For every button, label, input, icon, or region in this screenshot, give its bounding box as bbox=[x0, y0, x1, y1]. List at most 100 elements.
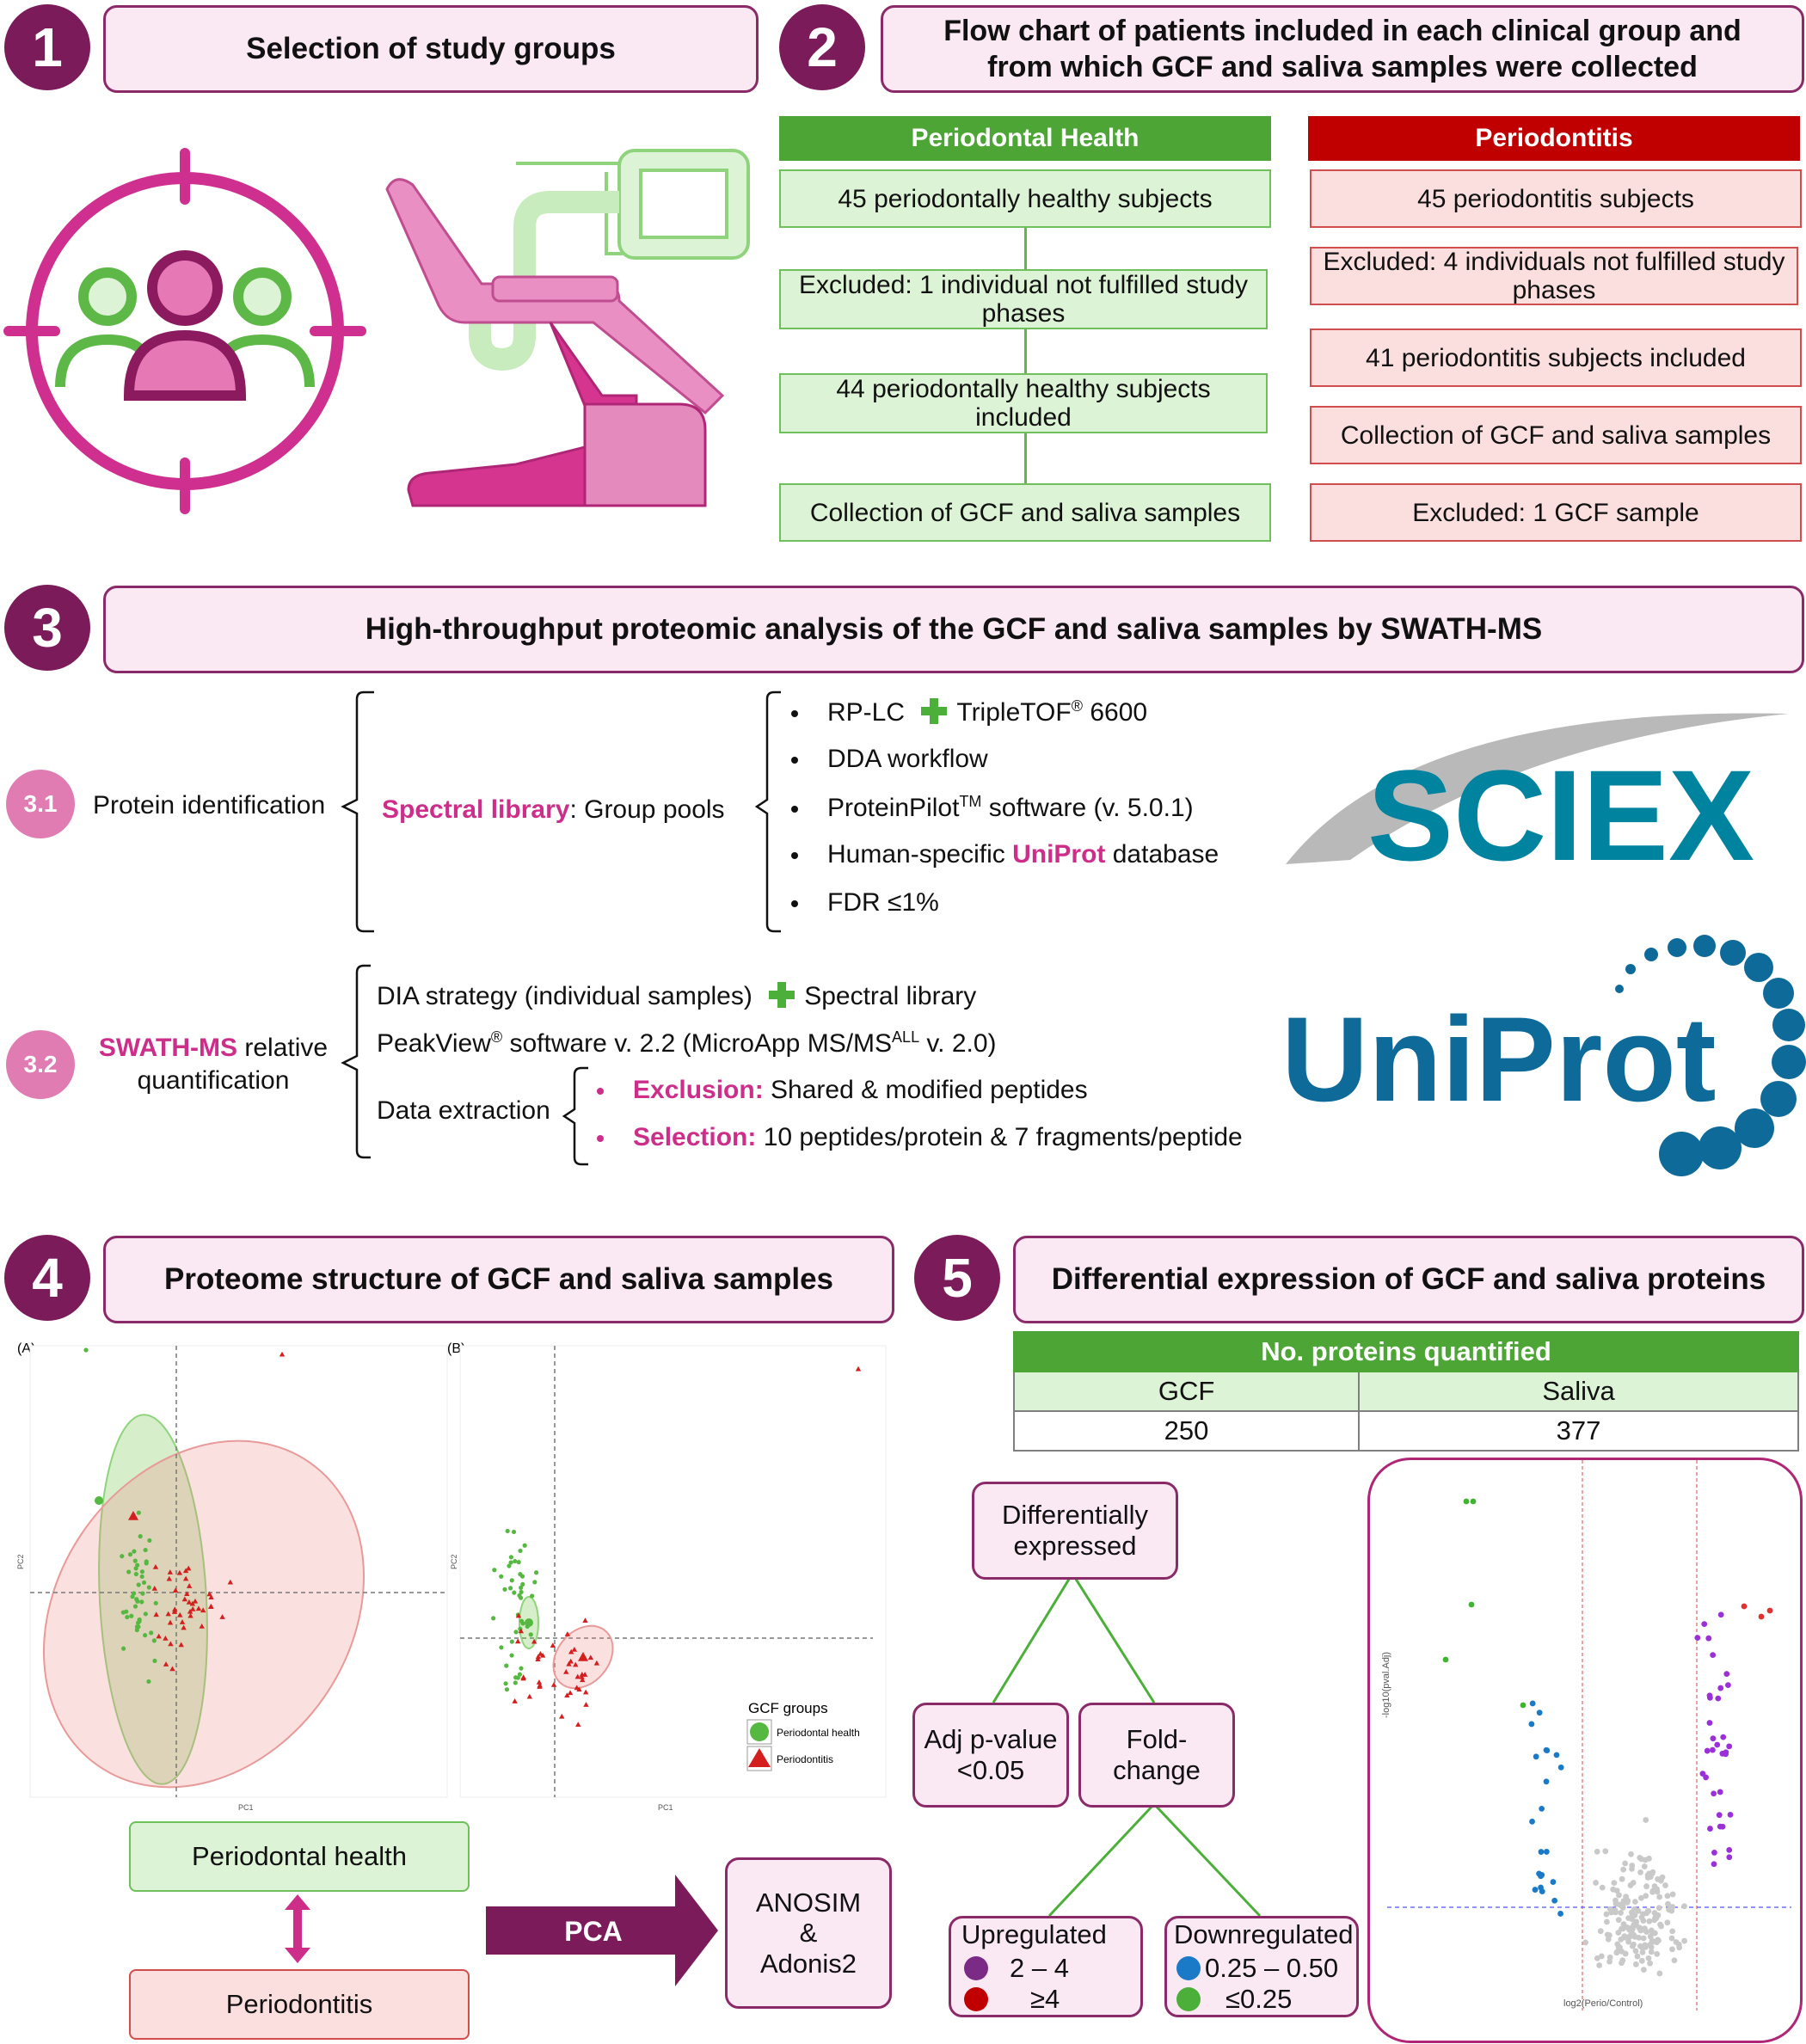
pca-a-health-point bbox=[140, 1591, 145, 1596]
health-step-2: Excluded: 1 individual not fulfilled stu… bbox=[779, 269, 1268, 329]
pca-b-perio-point bbox=[573, 1661, 579, 1667]
pca-b-perio-point bbox=[579, 1673, 585, 1679]
pca-b-perio-point bbox=[575, 1722, 581, 1728]
volcano-ns-point bbox=[1619, 1960, 1625, 1967]
down-green-marker bbox=[1176, 1986, 1201, 2011]
section-2-title-line2: from which GCF and saliva samples were c… bbox=[987, 51, 1698, 83]
pca-a-perio-point bbox=[172, 1587, 179, 1593]
volcano-ylabel: -log10(pval.Adj) bbox=[1381, 1652, 1391, 1718]
pca-b-health-point bbox=[532, 1580, 538, 1585]
pca-a-perio-point bbox=[206, 1591, 212, 1597]
subsection-3-1-number: 3.1 bbox=[6, 770, 75, 838]
pca-b-health-point bbox=[511, 1529, 517, 1535]
pca-b-perio-point bbox=[537, 1684, 543, 1689]
perio-column-header: Periodontitis bbox=[1308, 116, 1800, 161]
volcano-ns-point bbox=[1642, 1857, 1649, 1863]
pca-a-health-point bbox=[132, 1558, 138, 1563]
pca-b-health-point bbox=[533, 1570, 539, 1575]
pca-arrow-label: PCA bbox=[564, 1916, 623, 1947]
volcano-up-strong-point bbox=[1741, 1603, 1748, 1610]
pca-a-perio-point bbox=[167, 1569, 174, 1574]
volcano-ns-point bbox=[1596, 1962, 1603, 1968]
pca-a-health-point bbox=[133, 1566, 138, 1571]
volcano-ns-point bbox=[1645, 1955, 1652, 1961]
volcano-ns-point bbox=[1634, 1953, 1641, 1960]
spectral-library-keyword: Spectral library bbox=[382, 795, 570, 824]
volcano-ns-point bbox=[1594, 1848, 1600, 1855]
volcano-ns-point bbox=[1603, 1911, 1610, 1918]
pca-b-health-point bbox=[509, 1653, 514, 1658]
pca-b-health-point bbox=[517, 1593, 522, 1599]
volcano-ns-point bbox=[1612, 1897, 1619, 1904]
volcano-ns-point bbox=[1604, 1918, 1610, 1925]
downregulated-box: Downregulated 0.25 – 0.50 ≤0.25 bbox=[1164, 1916, 1359, 2017]
pca-a-perio-point bbox=[156, 1633, 162, 1639]
volcano-down-strong-point bbox=[1463, 1498, 1470, 1505]
volcano-down-point bbox=[1539, 1872, 1545, 1878]
plus-icon bbox=[769, 982, 796, 1008]
volcano-up-point bbox=[1705, 1635, 1712, 1642]
volcano-up-strong-point bbox=[1758, 1613, 1765, 1620]
pca-b-perio-point bbox=[568, 1648, 574, 1654]
volcano-down-point bbox=[1543, 1849, 1550, 1855]
pca-b-perio-point bbox=[559, 1713, 565, 1719]
perio-step-5: Excluded: 1 GCF sample bbox=[1310, 483, 1802, 542]
pca-b-perio-point bbox=[535, 1656, 541, 1662]
spectral-library-rest: : Group pools bbox=[569, 795, 725, 824]
volcano-ns-point bbox=[1624, 1900, 1631, 1906]
volcano-up-point bbox=[1726, 1846, 1733, 1853]
pca-b-perio-point bbox=[576, 1686, 582, 1692]
volcano-ns-point bbox=[1630, 1880, 1637, 1886]
volcano-up-point bbox=[1723, 1751, 1729, 1758]
volcano-ns-point bbox=[1646, 1870, 1652, 1877]
target-icon bbox=[3, 148, 366, 514]
pca-a-perio-point bbox=[167, 1619, 174, 1625]
volcano-down-point bbox=[1557, 1764, 1564, 1771]
protein-identification-label: Protein identification bbox=[93, 791, 326, 819]
volcano-ns-point bbox=[1613, 1887, 1620, 1894]
pca-b-health-point bbox=[513, 1630, 519, 1635]
pca-a-health-point bbox=[132, 1604, 138, 1609]
volcano-ns-point bbox=[1639, 1949, 1646, 1955]
volcano-xlabel: log2(Perio/Control) bbox=[1563, 1998, 1643, 2009]
pca-a-perio-point bbox=[279, 1351, 286, 1357]
volcano-ns-point bbox=[1625, 1915, 1632, 1922]
pca-b-health-point bbox=[509, 1639, 514, 1644]
pca-b-health-point bbox=[504, 1663, 509, 1668]
volcano-ns-point bbox=[1668, 1907, 1675, 1914]
pca-a-health-point bbox=[143, 1633, 148, 1638]
pca-b-perio-point bbox=[583, 1702, 589, 1707]
spectral-library-label: Spectral library: Group pools bbox=[382, 795, 725, 825]
pca-a-perio-point bbox=[153, 1611, 159, 1617]
volcano-ns-point bbox=[1615, 1943, 1622, 1950]
bracket-3-2-outer bbox=[341, 964, 371, 1159]
pca-legend-health: Periodontal health bbox=[777, 1727, 860, 1739]
pca-b-perio-point bbox=[580, 1677, 586, 1683]
pca-b-health-point bbox=[519, 1589, 524, 1595]
volcano-up-point bbox=[1720, 1734, 1727, 1740]
pca-a-health-point bbox=[139, 1574, 144, 1580]
pca-a-perio-point bbox=[152, 1564, 159, 1569]
up-red-marker bbox=[964, 1986, 988, 2011]
pca-a-health-point bbox=[149, 1630, 154, 1636]
legend-health-marker bbox=[750, 1722, 769, 1741]
volcano-ns-point bbox=[1635, 1907, 1642, 1914]
pca-legend-perio: Periodontitis bbox=[777, 1753, 833, 1765]
pca-b-perio-point bbox=[568, 1658, 574, 1664]
pca-b-health-point bbox=[491, 1616, 496, 1621]
pca-a-perio-point bbox=[172, 1606, 178, 1612]
pca-legend-title: GCF groups bbox=[748, 1700, 828, 1716]
pca-b-perio-point bbox=[593, 1660, 600, 1666]
volcano-down-point bbox=[1529, 1818, 1535, 1825]
dental-chair-icon bbox=[385, 149, 750, 507]
up-purple-marker bbox=[964, 1956, 988, 1981]
uniprot-logo: UniProt bbox=[1281, 935, 1806, 1176]
pca-a-health-point bbox=[129, 1613, 134, 1618]
pca-b-health-point bbox=[492, 1568, 497, 1573]
volcano-ns-point bbox=[1643, 1883, 1649, 1890]
pca-a-perio-point bbox=[189, 1600, 196, 1606]
volcano-down-point bbox=[1539, 1888, 1545, 1895]
pca-b-health-centroid bbox=[525, 1618, 533, 1627]
volcano-ns-point bbox=[1624, 1934, 1631, 1941]
